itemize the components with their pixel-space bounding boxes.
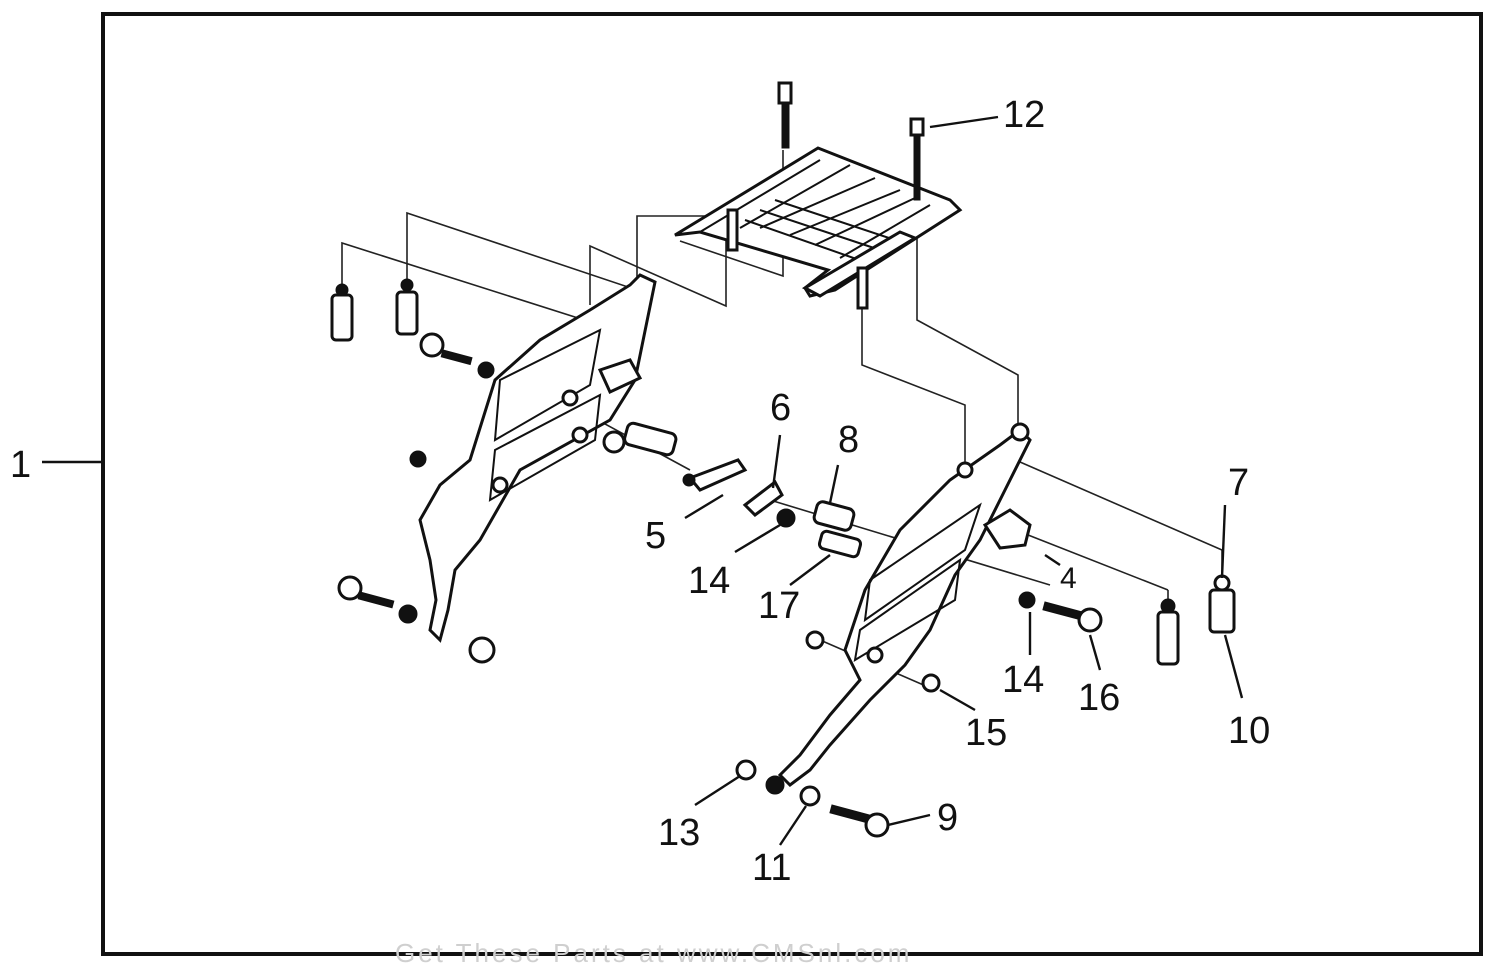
luggage-rack bbox=[674, 146, 963, 298]
parts-9-11-13 bbox=[735, 759, 890, 838]
label-part-8: 8 bbox=[838, 419, 859, 461]
grommet-10 bbox=[1208, 574, 1236, 634]
left-upper-bolt bbox=[419, 332, 495, 379]
washer-15 bbox=[921, 673, 941, 693]
label-part-9: 9 bbox=[937, 797, 958, 839]
left-nut bbox=[409, 450, 427, 468]
label-part-1: 1 bbox=[10, 444, 31, 486]
label-part-16: 16 bbox=[1078, 677, 1120, 719]
diagram-frame bbox=[101, 12, 1483, 956]
label-part-17: 17 bbox=[758, 585, 800, 627]
label-part-14-left: 14 bbox=[688, 560, 730, 602]
label-part-4: 4 bbox=[1060, 562, 1077, 595]
label-part-6: 6 bbox=[770, 387, 791, 429]
rack-stud-right bbox=[856, 266, 869, 310]
nut-14-left bbox=[776, 508, 796, 528]
rack-bolt-left bbox=[777, 81, 793, 149]
watermark-text: Get These Parts at www.CMSnl.com bbox=[395, 938, 912, 968]
label-part-7: 7 bbox=[1228, 462, 1249, 504]
spacer-17 bbox=[817, 529, 863, 559]
grommet-right-inner bbox=[1156, 598, 1180, 666]
label-part-12: 12 bbox=[1003, 94, 1045, 136]
left-lower-bolt bbox=[337, 575, 496, 664]
part-labels: 1 12 6 8 5 14 17 4 7 14 16 10 15 13 11 9 bbox=[10, 94, 1270, 889]
label-part-14-right: 14 bbox=[1002, 659, 1044, 701]
bolt-16 bbox=[1018, 591, 1103, 633]
bracket-6 bbox=[742, 479, 784, 517]
label-part-5: 5 bbox=[645, 515, 666, 557]
right-side-frame bbox=[777, 422, 1032, 787]
left-grommets bbox=[330, 278, 419, 342]
left-side-frame bbox=[418, 273, 657, 643]
label-part-15: 15 bbox=[965, 712, 1007, 754]
label-part-11: 11 bbox=[752, 847, 791, 889]
rack-bolt-right bbox=[909, 117, 925, 201]
left-mount-bracket bbox=[597, 358, 643, 394]
collar-5 bbox=[602, 421, 748, 492]
right-mount-bracket-4 bbox=[982, 508, 1032, 550]
rack-stud-left bbox=[726, 208, 739, 252]
label-part-13: 13 bbox=[658, 812, 700, 854]
collar-8 bbox=[812, 500, 856, 532]
label-part-10: 10 bbox=[1228, 710, 1270, 752]
leader-lines bbox=[42, 115, 1244, 846]
